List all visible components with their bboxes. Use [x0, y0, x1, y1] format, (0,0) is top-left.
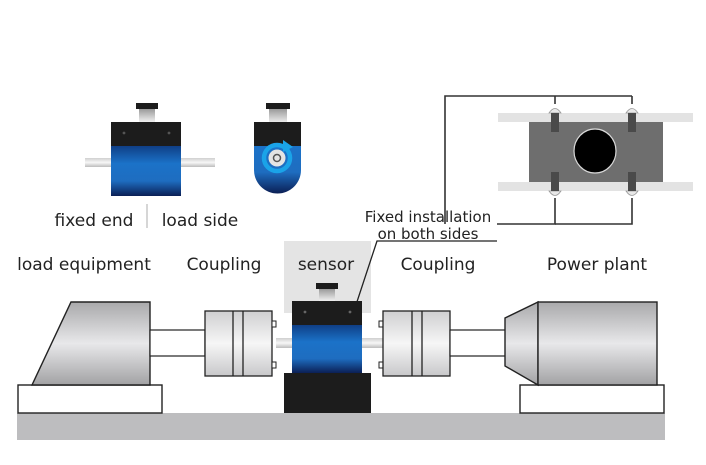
label-load-equipment: load equipment [17, 255, 151, 275]
screw-icon [625, 108, 639, 132]
label-sensor: sensor [298, 255, 354, 275]
label-coupling-left: Coupling [187, 255, 262, 275]
load-equipment [17, 301, 163, 414]
base-rail [17, 413, 665, 440]
rotation-arrow-icon [261, 142, 293, 174]
upper-clamp-rail [498, 113, 693, 122]
screw-icon [548, 172, 562, 196]
label-power-plant: Power plant [547, 255, 648, 275]
power-plant [504, 300, 665, 414]
coupling-left [204, 310, 277, 377]
connector-cap [136, 103, 158, 109]
label-fixed-installation-line1: Fixed installation [365, 208, 491, 226]
sensor-front-view-icon [254, 103, 301, 194]
sensor-assembly [284, 283, 371, 413]
shaft-hole [573, 128, 617, 174]
screw-icon [548, 108, 562, 132]
sensor-side-view-icon [85, 103, 215, 196]
sensor-body [111, 146, 181, 196]
label-fixed-installation-line2: on both sides [378, 225, 479, 243]
sensor-base [284, 373, 371, 413]
leader-line [349, 240, 497, 324]
mounting-detail-diagram [444, 95, 693, 225]
label-load-side: load side [162, 211, 239, 231]
left-shaft [149, 329, 206, 357]
connector-neck [139, 109, 155, 122]
lower-clamp-rail [498, 182, 693, 191]
coupling-right [378, 310, 451, 377]
label-coupling-right: Coupling [401, 255, 476, 275]
screw-icon [625, 172, 639, 196]
label-fixed-end: fixed end [55, 211, 134, 231]
sensor-top [111, 122, 181, 146]
right-shaft [449, 329, 507, 357]
